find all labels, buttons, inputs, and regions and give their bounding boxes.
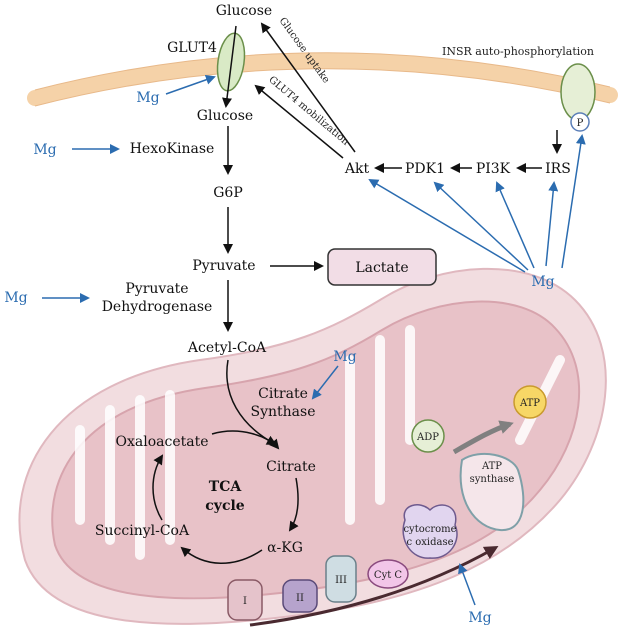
citrate-synthase-label-line1: Citrate: [258, 386, 308, 402]
cyt-c-shape: [367, 559, 409, 589]
pyruvate-label: Pyruvate: [192, 258, 255, 274]
akt-label: Akt: [344, 161, 370, 177]
mg-arrow-citrate-synthase: [311, 365, 339, 400]
tca-label-line2: cycle: [205, 498, 245, 514]
glut4-mobilization-label: GLUT4 mobilization: [266, 74, 351, 148]
tca-arrow-akg-succinyl: [180, 546, 263, 564]
phosphate-label: P: [577, 118, 584, 129]
tca-arrow-oaa-citrate: [211, 430, 280, 450]
mg-arrow-pi3k: [495, 181, 535, 269]
cell-membrane-edge-top: [34, 52, 611, 91]
arrow-adp-atp: [452, 420, 514, 455]
mg-label-citrate-synthase: Mg: [333, 349, 356, 365]
pdh-label-line2: Dehydrogenase: [102, 299, 213, 315]
mg-label-etc: Mg: [468, 610, 491, 626]
hexokinase-label: HexoKinase: [130, 141, 215, 157]
succinyl-coa-label: Succinyl-CoA: [95, 523, 190, 539]
irs-label: IRS: [545, 161, 571, 177]
atp-synthase-shape: [459, 452, 525, 532]
complex-1-label: I: [243, 596, 247, 607]
glucose-intracellular-label: Glucose: [197, 108, 253, 124]
pdh-label-line1: Pyruvate: [125, 281, 188, 297]
complex-1-shape: [227, 579, 263, 621]
complex-2-label: II: [296, 593, 304, 604]
mg-arrow-pdk1: [433, 181, 529, 271]
mg-arrow-glut4: [165, 74, 216, 95]
insr-receptor: [560, 63, 596, 121]
g6p-label: G6P: [213, 185, 243, 201]
atp-circle: [513, 385, 547, 419]
akg-label: α-KG: [267, 540, 303, 556]
cytochrome-oxidase-label-line2: c oxidase: [406, 537, 453, 548]
atp-synthase-label-line1: ATP: [481, 461, 502, 472]
atp-label: ATP: [519, 398, 540, 409]
adp-label: ADP: [416, 432, 439, 443]
adp-circle: [411, 419, 445, 453]
glucose-transport-arrow: [222, 25, 237, 108]
tca-label-line1: TCA: [209, 479, 243, 495]
cyt-c-label: Cyt C: [374, 570, 402, 581]
pdk1-label: PDK1: [405, 161, 445, 177]
mg-label-signalling: Mg: [531, 274, 554, 290]
lactate-box: [327, 248, 437, 286]
glut4-label: GLUT4: [167, 40, 217, 56]
complex-3-label: III: [335, 575, 347, 586]
glucose-extracellular-label: Glucose: [216, 3, 272, 19]
complex-3-shape: [325, 555, 357, 603]
complex-2-shape: [282, 579, 318, 613]
tca-arrow-succinyl-oaa: [152, 454, 164, 521]
cytochrome-oxidase-label-line1: cytocrome: [403, 524, 456, 535]
atp-synthase-label-line2: synthase: [470, 474, 515, 485]
phosphate-circle: [570, 112, 590, 132]
arrow-akt-glucose-uptake: [260, 22, 356, 153]
proton-gradient-arrow: [249, 546, 499, 627]
insr-label: INSR auto-phosphorylation: [442, 45, 594, 58]
cell-membrane-edge-bottom: [34, 68, 611, 107]
mg-arrow-akt: [368, 178, 526, 273]
mg-label-hexokinase: Mg: [33, 142, 56, 158]
citrate-synthase-label-line2: Synthase: [251, 404, 316, 420]
glucose-uptake-label: Glucose uptake: [277, 16, 332, 86]
tca-arrow-citrate-akg: [288, 477, 299, 532]
lactate-label: Lactate: [355, 260, 408, 276]
acetyl-coa-label: Acetyl-CoA: [187, 340, 267, 356]
mg-arrow-insr: [561, 134, 586, 269]
cell-membrane: [27, 52, 618, 106]
pi3k-label: PI3K: [476, 161, 511, 177]
citrate-label: Citrate: [266, 459, 316, 475]
mg-arrow-etc: [458, 563, 476, 606]
cytochrome-oxidase-shape: [402, 504, 458, 559]
mg-label-pdh: Mg: [4, 290, 27, 306]
oxaloacetate-label: Oxaloacetate: [116, 434, 209, 450]
mg-arrow-irs: [545, 181, 559, 267]
arrow-akt-glut4-mobilization: [254, 84, 344, 159]
mitochondrion: [18, 267, 607, 625]
mg-label-glut4: Mg: [136, 90, 159, 106]
